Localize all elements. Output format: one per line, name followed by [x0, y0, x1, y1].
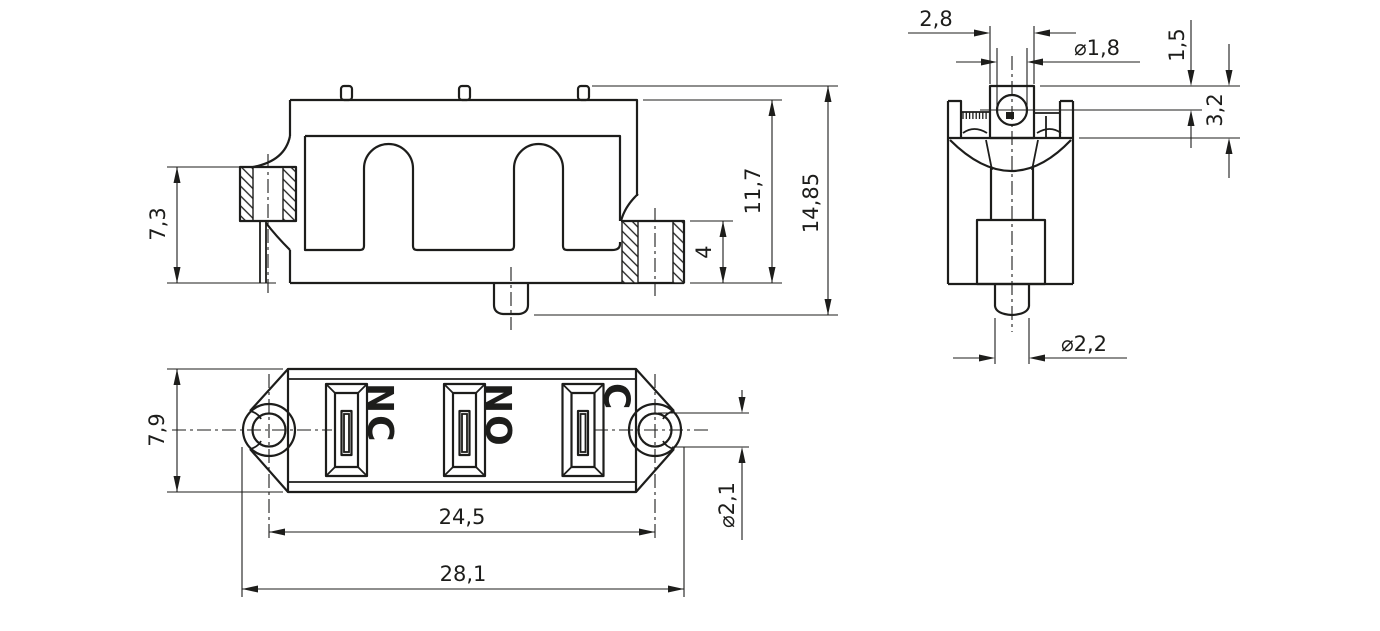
- dim-11-7: 11,7: [643, 99, 782, 283]
- dim-label-dia-2-2: ⌀2,2: [1061, 332, 1107, 356]
- spring-dome: [949, 139, 1072, 172]
- dim-label-1-5: 1,5: [1165, 28, 1189, 61]
- dim-label-28-1: 28,1: [440, 562, 487, 586]
- dim-label-7-3: 7,3: [146, 207, 170, 240]
- dim-2-8: 2,8: [908, 7, 1076, 84]
- right-bushing: [619, 193, 686, 296]
- dim-label-4: 4: [692, 245, 716, 258]
- knurl-ticks: [962, 112, 987, 119]
- dim-14-85: 14,85: [534, 85, 838, 316]
- dim-24-5: 24,5: [269, 505, 655, 536]
- right-mounting-ear: [594, 368, 712, 540]
- terminal-label-no: NO: [477, 383, 518, 448]
- top-pin-3: [576, 84, 591, 102]
- contact-rivet: [1006, 112, 1014, 119]
- dim-label-11-7: 11,7: [741, 168, 765, 215]
- dim-7-3: 7,3: [146, 166, 276, 284]
- dim-7-9: 7,9: [145, 368, 283, 493]
- dim-28-1: 28,1: [241, 447, 685, 597]
- side-bottom-pin: [492, 283, 530, 316]
- dim-label-14-85: 14,85: [799, 173, 823, 233]
- inner-contact-outline: [303, 134, 622, 252]
- terminal-c-slot: [576, 409, 590, 457]
- left-mounting-ear: [172, 368, 332, 540]
- side-body-outline: [290, 98, 639, 196]
- terminal-label-c: C: [596, 383, 637, 411]
- dim-1-5: 1,5: [980, 20, 1240, 148]
- dim-label-dia-2-1: ⌀2,1: [715, 482, 739, 528]
- terminal-nc: NC: [324, 382, 400, 478]
- dim-4: 4: [690, 220, 782, 284]
- dim-label-3-2: 3,2: [1203, 93, 1227, 126]
- end-inner-block: [975, 218, 1047, 286]
- dim-3-2: 3,2: [1079, 44, 1240, 178]
- terminal-no-slot: [458, 409, 471, 457]
- side-view: 7,3 4 11,7 14,85: [146, 84, 838, 330]
- end-view: 2,8 ⌀1,8 1,5 3,2: [908, 7, 1240, 364]
- terminal-c: C: [561, 382, 637, 478]
- dim-label-7-9: 7,9: [145, 413, 169, 446]
- dim-label-dia-1-8: ⌀1,8: [1074, 36, 1120, 60]
- bottom-body-outline: [286, 367, 638, 494]
- terminal-no: NO: [442, 382, 518, 478]
- dim-label-2-8: 2,8: [919, 7, 952, 31]
- terminal-label-nc: NC: [359, 383, 400, 444]
- left-bushing: [238, 154, 298, 294]
- dim-label-24-5: 24,5: [439, 505, 486, 529]
- top-pin-1: [339, 84, 354, 102]
- bottom-view: NC NO C: [145, 367, 749, 597]
- terminal-nc-slot: [340, 409, 353, 457]
- dim-dia-2-2: ⌀2,2: [953, 318, 1127, 364]
- top-pin-2: [457, 84, 472, 102]
- dim-dia-1-8: ⌀1,8: [956, 36, 1140, 106]
- dim-dia-2-1: ⌀2,1: [658, 390, 749, 540]
